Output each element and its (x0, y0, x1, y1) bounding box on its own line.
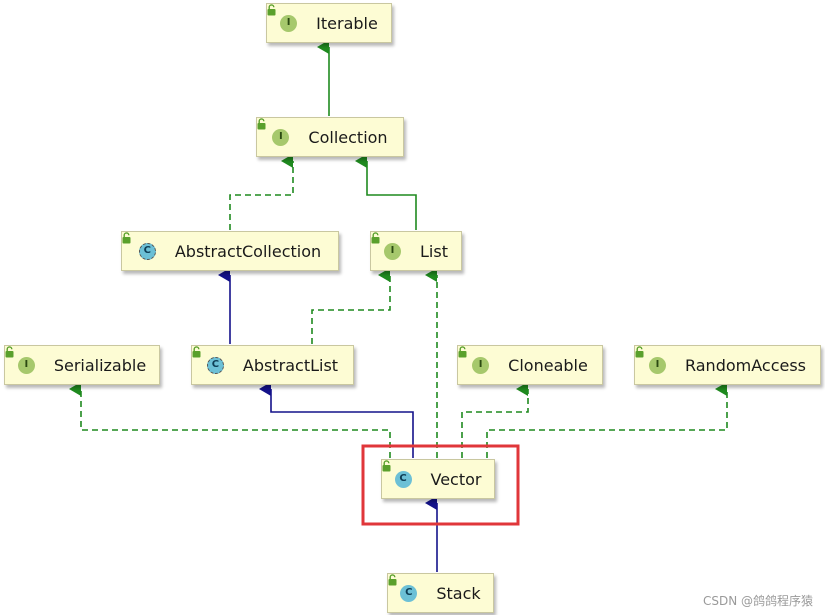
node-abstract-list[interactable]: C AbstractList (191, 345, 354, 385)
node-abstract-collection[interactable]: C AbstractCollection (121, 231, 339, 271)
edge-vector-randomaccess (486, 382, 728, 458)
interface-icon: I (384, 242, 402, 260)
node-iterable[interactable]: I Iterable (266, 3, 392, 43)
lock-open-icon (458, 346, 503, 371)
interface-icon: I (648, 356, 666, 374)
lock-open-icon (267, 4, 311, 29)
vector-highlight-box (361, 444, 520, 526)
lock-open-icon (635, 346, 680, 371)
node-label: Collection (308, 127, 388, 147)
lock-open-icon (388, 574, 431, 599)
node-vector[interactable]: C Vector (381, 459, 495, 499)
node-label: AbstractList (242, 355, 339, 375)
node-label: Iterable (316, 13, 378, 33)
node-label: Vector (430, 469, 482, 489)
edge-abstractcollection-collection (229, 154, 294, 230)
node-serializable[interactable]: I Serializable (4, 345, 160, 385)
lock-open-icon (257, 118, 303, 143)
node-label: Cloneable (508, 355, 588, 375)
watermark-text: CSDN @鸽鸽程序猿 (702, 594, 813, 608)
lock-open-icon (382, 460, 426, 485)
node-label: RandomAccess (684, 355, 806, 375)
node-stack[interactable]: C Stack (387, 573, 494, 613)
interface-icon: I (17, 356, 35, 374)
abstract-class-icon: C (206, 356, 224, 374)
edge-vector-abstractlist (259, 382, 414, 458)
node-collection[interactable]: I Collection (256, 117, 404, 157)
node-random-access[interactable]: I RandomAccess (634, 345, 821, 385)
lock-open-icon (192, 346, 238, 371)
node-label: AbstractCollection (174, 241, 322, 261)
interface-icon: I (272, 128, 290, 146)
class-icon: C (394, 470, 412, 488)
node-label: List (420, 241, 448, 261)
edge-abstractlist-list (311, 268, 391, 344)
node-label: Serializable (53, 355, 147, 375)
lock-open-icon (5, 346, 49, 371)
node-list[interactable]: I List (370, 231, 462, 271)
interface-icon: I (472, 356, 490, 374)
interface-icon: I (280, 14, 298, 32)
edge-vector-cloneable (461, 382, 529, 458)
edge-list-collection (355, 154, 417, 230)
lock-open-icon (122, 232, 170, 257)
lock-open-icon (371, 232, 415, 257)
node-cloneable[interactable]: I Cloneable (457, 345, 603, 385)
edge-vector-serializable (69, 382, 391, 458)
class-icon: C (400, 584, 418, 602)
abstract-class-icon: C (138, 242, 156, 260)
node-label: Stack (436, 583, 481, 603)
